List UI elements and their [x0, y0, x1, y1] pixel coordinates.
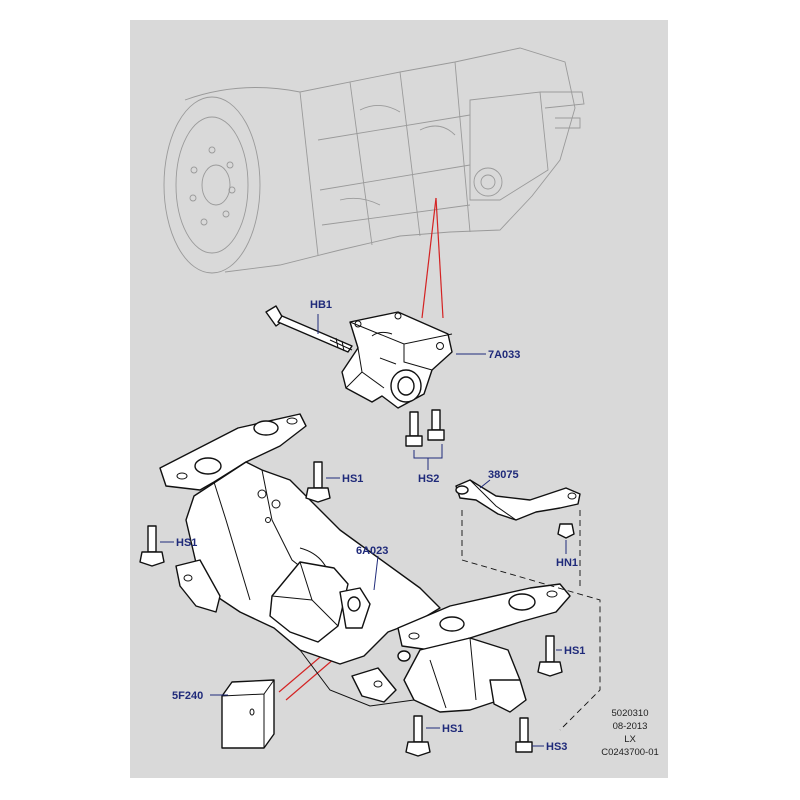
bolts-hs2	[405, 409, 445, 447]
bolt-hs1-left-top	[305, 461, 331, 503]
bolt-hs1-left	[139, 525, 165, 567]
callout-leaders	[160, 314, 567, 747]
dashed-guides	[461, 510, 601, 731]
callout-38075: 38075	[488, 469, 519, 481]
callout-hs3: HS3	[546, 741, 567, 753]
pad-5f240	[221, 679, 275, 749]
callout-hs1-bottom: HS1	[442, 723, 463, 735]
crossmember	[159, 413, 571, 713]
footer-line-1: 5020310	[612, 708, 649, 719]
footer-line-3: LX	[624, 734, 636, 745]
bolt-hs3	[515, 717, 533, 753]
transmission-illustration	[163, 47, 585, 274]
nut-hn1	[557, 523, 575, 539]
callout-hs1-left-top: HS1	[342, 473, 363, 485]
callout-hs1-right: HS1	[564, 645, 585, 657]
footer-line-2: 08-2013	[613, 721, 648, 732]
bolt-hb1	[265, 305, 353, 353]
callout-hs2: HS2	[418, 473, 439, 485]
footer-line-4: C0243700-01	[601, 747, 659, 758]
callout-5f240: 5F240	[172, 690, 203, 702]
bolt-hs1-right	[537, 635, 563, 677]
bracket-38075	[455, 479, 581, 521]
bolt-hs1-bottom	[405, 715, 431, 757]
callout-hn1: HN1	[556, 557, 578, 569]
callout-7a033: 7A033	[488, 349, 520, 361]
callout-labels: HB1 7A033 HS2 38075 HS1 HS1 HN1 6A023 HS…	[172, 299, 585, 753]
footer-reference: 5020310 08-2013 LX C0243700-01	[601, 708, 659, 758]
callout-6a023: 6A023	[356, 545, 388, 557]
callout-hs1-left: HS1	[176, 537, 197, 549]
callout-hb1: HB1	[310, 299, 332, 311]
transmission-mount	[341, 311, 453, 409]
